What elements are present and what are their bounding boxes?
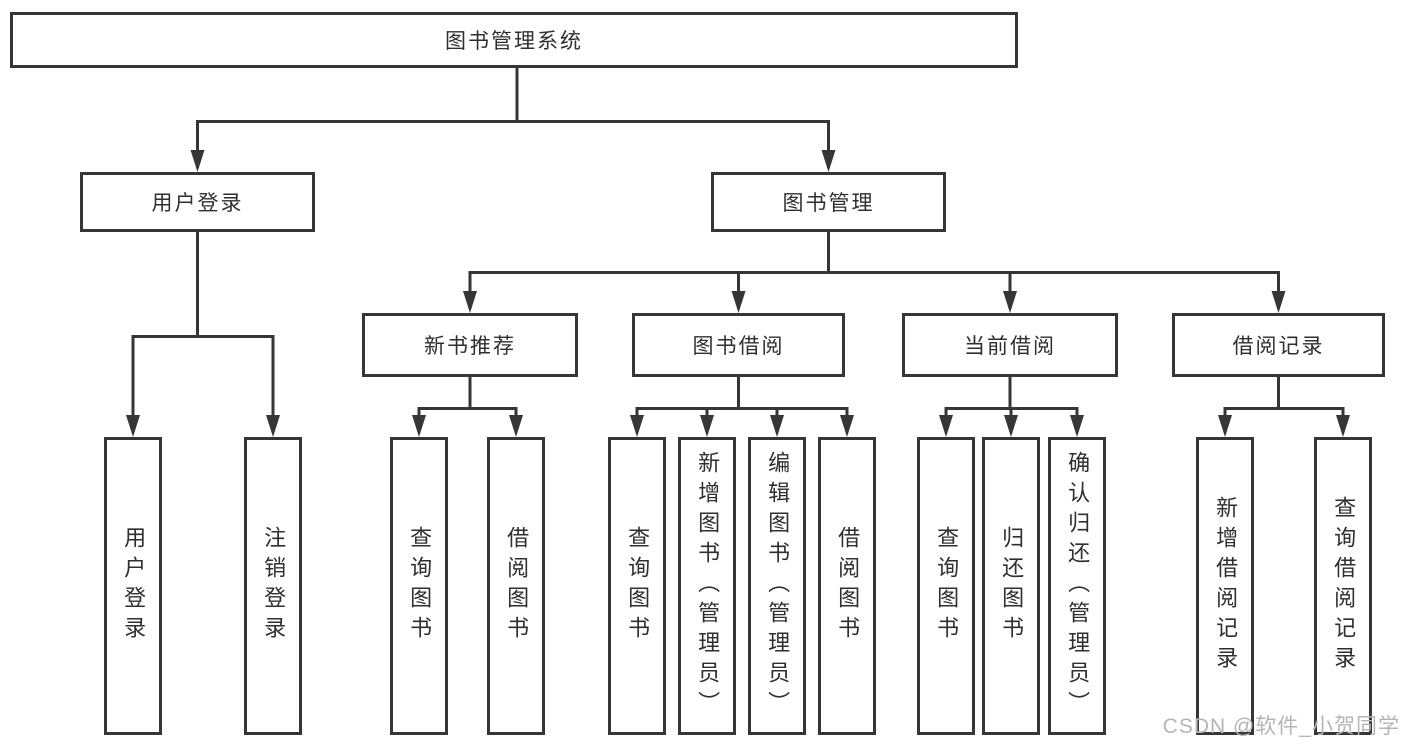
node-label: 图书借阅 <box>692 335 785 358</box>
leaf-confirm-return-admin: 确认归还（管理员） <box>1048 437 1106 735</box>
leaf-label: 借阅图书 <box>504 526 530 646</box>
node-new-book-recommend: 新书推荐 <box>362 313 578 377</box>
leaf-label: 查询图书 <box>407 526 433 646</box>
leaf-label: 借阅图书 <box>835 526 861 646</box>
leaf-query-books-borrow: 查询图书 <box>608 437 666 735</box>
leaf-add-book-admin: 新增图书（管理员） <box>678 437 736 735</box>
node-label: 图书管理 <box>782 192 875 215</box>
node-label: 用户登录 <box>151 192 244 215</box>
node-label: 新书推荐 <box>424 335 516 358</box>
node-current-borrow: 当前借阅 <box>902 313 1118 377</box>
leaf-label: 新增借阅记录 <box>1213 496 1239 676</box>
leaf-label: 编辑图书（管理员） <box>765 451 791 721</box>
node-label: 图书管理系统 <box>445 30 583 53</box>
leaf-query-books-current: 查询图书 <box>917 437 975 735</box>
leaf-edit-book-admin: 编辑图书（管理员） <box>748 437 806 735</box>
leaf-query-books-recommend: 查询图书 <box>390 437 448 735</box>
leaf-label: 查询借阅记录 <box>1331 496 1357 676</box>
leaf-query-borrow-record: 查询借阅记录 <box>1314 437 1372 735</box>
node-borrow-records: 借阅记录 <box>1172 313 1385 377</box>
leaf-borrow-books: 借阅图书 <box>818 437 876 735</box>
node-label: 当前借阅 <box>964 335 1056 358</box>
node-book-management: 图书管理 <box>711 172 946 232</box>
leaf-label: 确认归还（管理员） <box>1065 451 1091 721</box>
leaf-label: 查询图书 <box>625 526 651 646</box>
node-label: 借阅记录 <box>1232 335 1325 358</box>
leaf-add-borrow-record: 新增借阅记录 <box>1196 437 1254 735</box>
leaf-label: 查询图书 <box>934 526 960 646</box>
watermark: CSDN @软件_小贺同学 <box>1162 715 1400 738</box>
leaf-return-books: 归还图书 <box>982 437 1040 735</box>
leaf-logout: 注销登录 <box>244 437 302 735</box>
leaf-user-login: 用户登录 <box>104 437 162 735</box>
leaf-label: 新增图书（管理员） <box>695 451 721 721</box>
node-user-login: 用户登录 <box>80 172 315 232</box>
leaf-borrow-books-recommend: 借阅图书 <box>487 437 545 735</box>
arrowheads <box>126 150 1350 437</box>
node-book-borrow: 图书借阅 <box>632 313 845 377</box>
leaf-label: 注销登录 <box>261 526 287 646</box>
leaf-label: 归还图书 <box>999 526 1025 646</box>
node-library-management-system: 图书管理系统 <box>10 12 1018 68</box>
leaf-label: 用户登录 <box>121 526 147 646</box>
